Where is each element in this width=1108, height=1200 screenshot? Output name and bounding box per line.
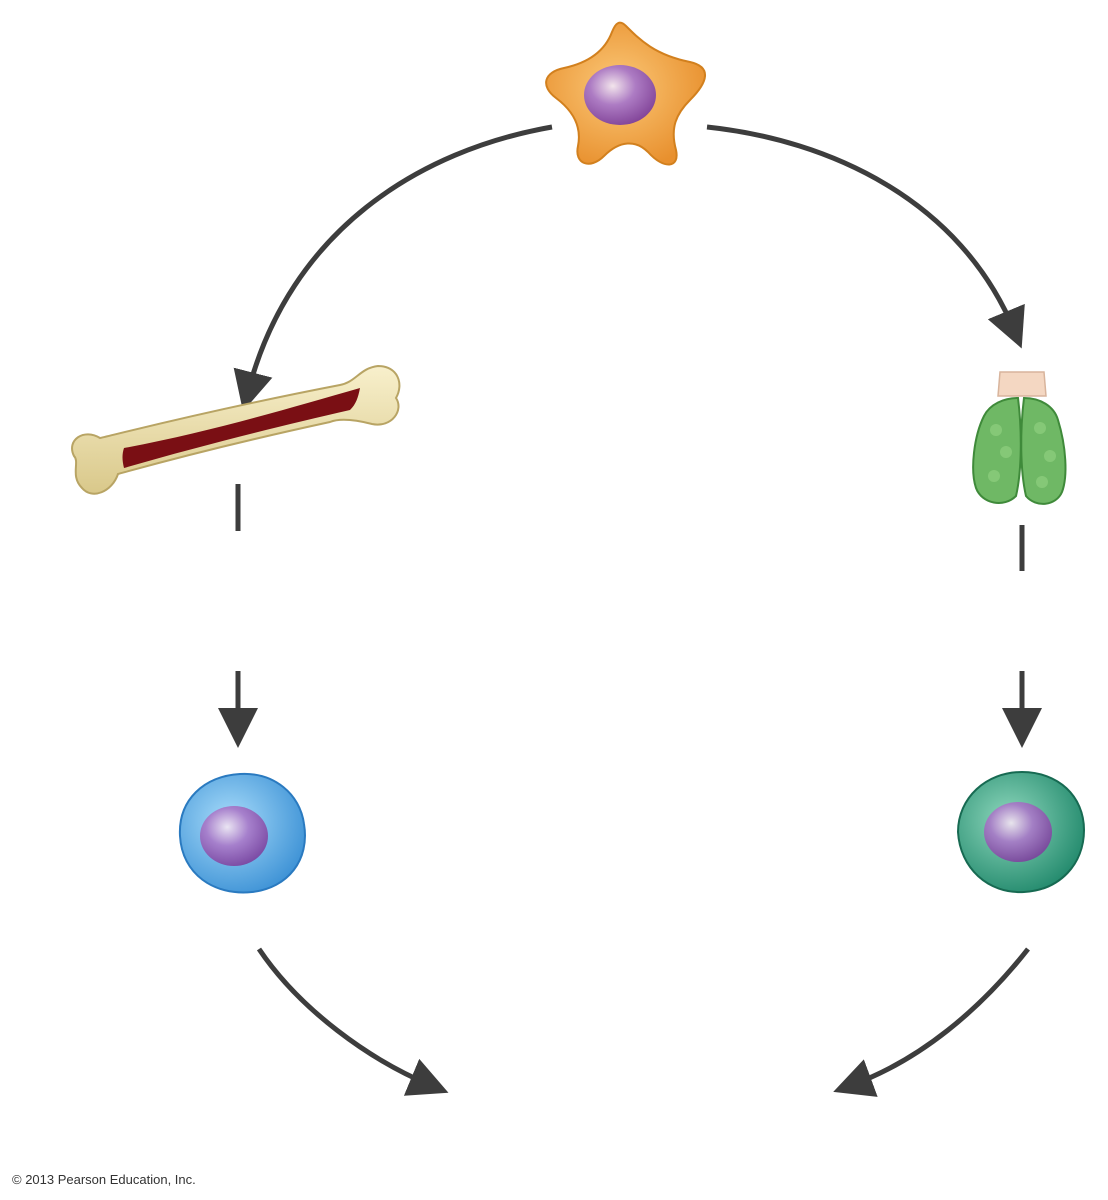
arrows — [218, 124, 1042, 1097]
arrow-stem-to-thymus — [706, 124, 1025, 349]
t-lymphocyte-icon — [956, 770, 1086, 894]
arrow-stem-to-bone — [233, 124, 553, 412]
b-lymphocyte-icon — [178, 772, 306, 894]
copyright-notice: © 2013 Pearson Education, Inc. — [12, 1172, 196, 1187]
thymus-icon — [972, 371, 1067, 505]
arrow-b-cell-down — [256, 947, 449, 1096]
arrow-t-cell-down — [833, 947, 1030, 1097]
bone-marrow-icon — [71, 364, 401, 495]
stem-cell-icon — [545, 21, 706, 166]
